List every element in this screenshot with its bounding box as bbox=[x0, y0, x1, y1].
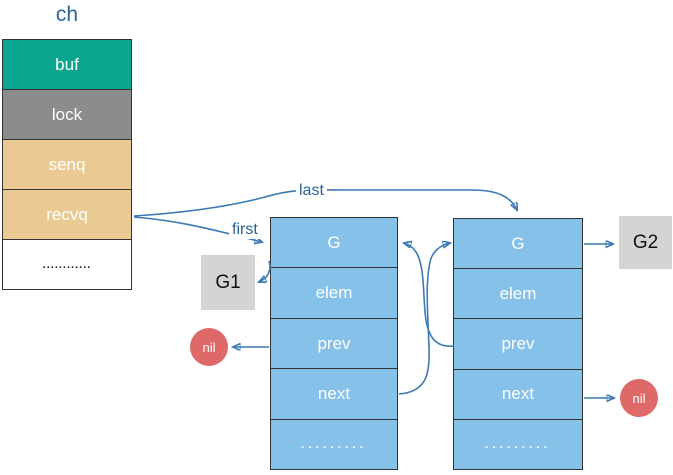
page-title: ch bbox=[55, 3, 79, 26]
goroutine-box-g1: G1 bbox=[201, 255, 255, 310]
g1-field-prev: prev bbox=[271, 317, 397, 369]
g1-field-next: next bbox=[271, 368, 397, 419]
g1-field-elem: elem bbox=[271, 267, 397, 318]
g2-field-elem: elem bbox=[454, 268, 582, 319]
channel-field-senq: senq bbox=[3, 139, 131, 189]
arrow-next1-to-g2head bbox=[398, 243, 450, 395]
g2-field-header: G bbox=[454, 219, 582, 269]
nil-node-left: nil bbox=[190, 328, 228, 366]
g2-field-ellipsis: ......... bbox=[454, 418, 582, 470]
g2-field-prev: prev bbox=[454, 318, 582, 369]
channel-field-ellipsis: ............ bbox=[3, 239, 131, 289]
g-struct-2: G elem prev next ......... bbox=[453, 218, 583, 470]
channel-struct: buf lock senq recvq ............ bbox=[2, 39, 132, 290]
arrow-prev2-to-g1head bbox=[404, 243, 455, 347]
g2-field-next: next bbox=[454, 368, 582, 419]
g1-field-ellipsis: ......... bbox=[271, 418, 397, 470]
g-struct-1: G elem prev next ......... bbox=[270, 217, 398, 470]
arrow-g1struct-to-g1box bbox=[259, 260, 271, 282]
first-pointer-label: first bbox=[229, 221, 261, 239]
goroutine-box-g2: G2 bbox=[619, 216, 672, 269]
g1-field-header: G bbox=[271, 218, 397, 268]
channel-field-recvq: recvq bbox=[3, 189, 131, 239]
last-pointer-label: last bbox=[296, 182, 327, 200]
channel-field-lock: lock bbox=[3, 89, 131, 139]
channel-field-buf: buf bbox=[3, 40, 131, 89]
nil-node-right: nil bbox=[620, 379, 658, 417]
